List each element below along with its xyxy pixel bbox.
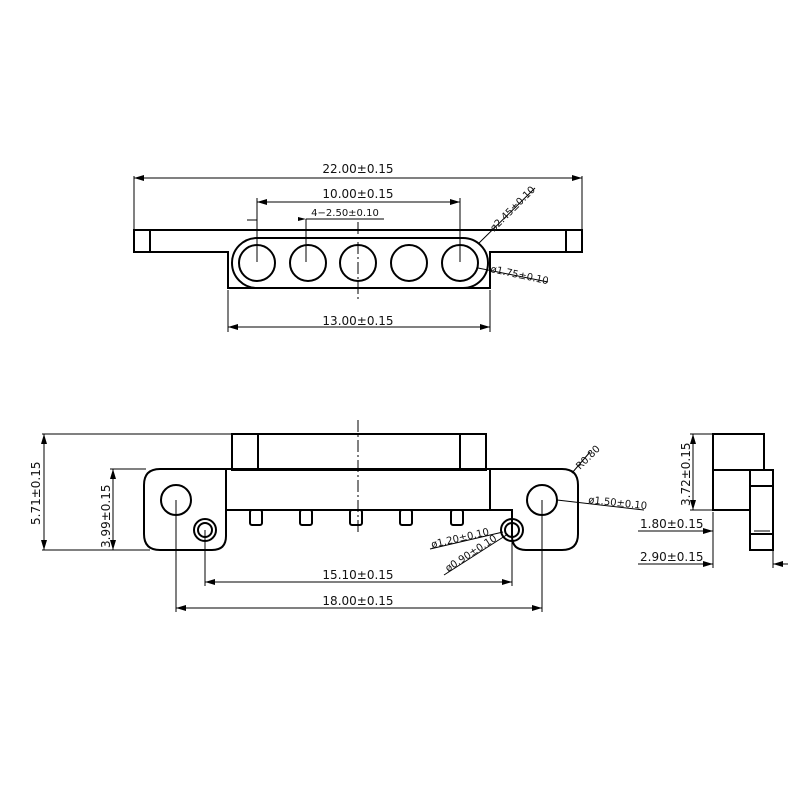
contact-pins xyxy=(249,509,464,526)
contact-hole xyxy=(441,244,479,282)
side-view: 3.72±0.15 1.80±0.15 2.90±0.15 xyxy=(638,433,788,568)
dim-side-offset-2: 2.90±0.15 xyxy=(640,550,704,564)
dim-corner-radius: R0.80 xyxy=(574,444,602,472)
dim-pin-pitch: 4−2.50±0.10 xyxy=(311,208,379,219)
dim-pin-span: 10.00±0.15 xyxy=(322,187,393,201)
dim-mount-hole: ø1.50±0.10 xyxy=(588,495,648,512)
dim-overall-width: 22.00±0.15 xyxy=(322,162,393,176)
contact-hole xyxy=(289,244,327,282)
dim-mount-hole-spacing: 18.00±0.15 xyxy=(322,594,393,608)
dim-hole-diameter: ø1.75±0.10 xyxy=(489,264,549,287)
dim-post-spacing: 15.10±0.15 xyxy=(322,568,393,582)
dim-side-offset-1: 1.80±0.15 xyxy=(640,517,704,531)
top-view: 22.00±0.15 10.00±0.15 4−2.50±0.10 ø2.45±… xyxy=(133,162,583,332)
dim-flange-height: 3.99±0.15 xyxy=(99,485,113,549)
contact-hole xyxy=(390,244,428,282)
contact-hole xyxy=(238,244,276,282)
dim-body-width: 13.00±0.15 xyxy=(322,314,393,328)
front-view: 5.71±0.15 3.99±0.15 R xyxy=(29,420,648,612)
dim-overall-height: 5.71±0.15 xyxy=(29,462,43,526)
dim-side-height: 3.72±0.15 xyxy=(679,443,693,507)
dim-outer-diameter: ø2.45±0.10 xyxy=(488,185,538,235)
